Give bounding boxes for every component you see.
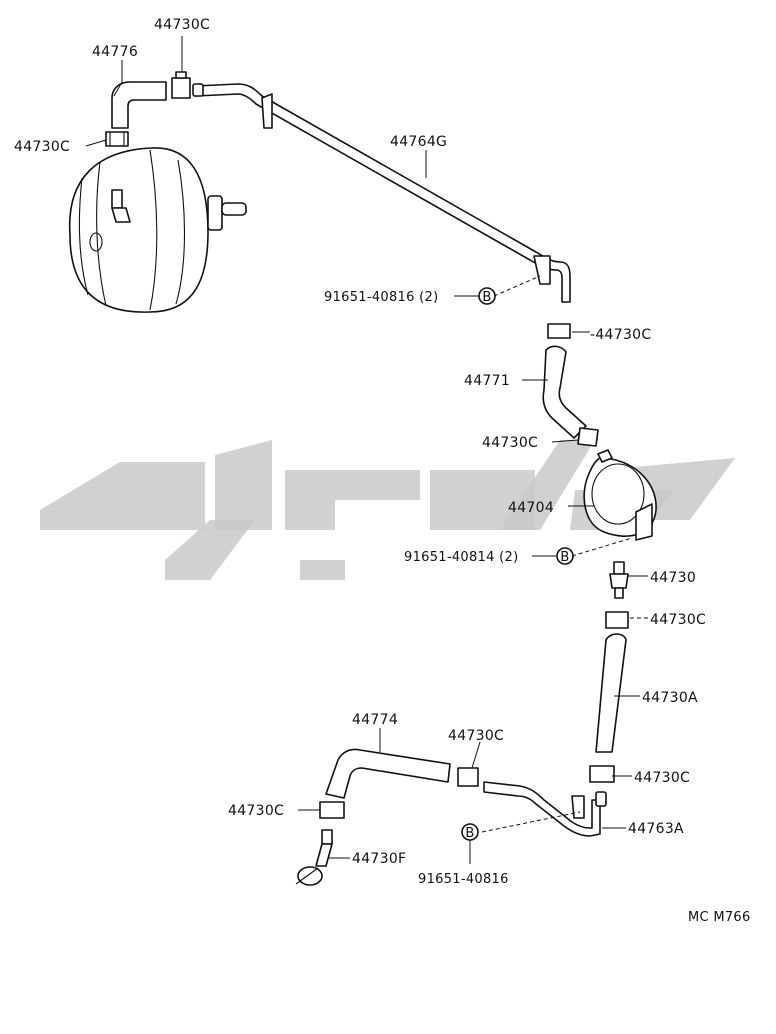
label-91651-40816: 91651-40816: [418, 872, 509, 887]
hose-44730a: [595, 633, 627, 753]
label-44774: 44774: [352, 712, 398, 728]
diagram-code: MC M766: [688, 910, 751, 925]
bolt-symbol-2: B: [556, 547, 574, 565]
hose-44774: [325, 748, 451, 799]
pipe-44763a: [483, 781, 607, 837]
clamp-44730c-top: [171, 71, 191, 99]
label-44704: 44704: [508, 500, 554, 516]
label-44730c-bottom-right: 44730C: [634, 770, 690, 786]
label-44730c-left: 44730C: [14, 139, 70, 155]
label-44764g: 44764G: [390, 134, 447, 150]
label-91651-40814-2: 91651-40814 (2): [404, 550, 518, 565]
hose-44771: [542, 345, 587, 439]
label-44763a: 44763A: [628, 821, 684, 837]
clamp-44730c-mid: [577, 427, 599, 447]
clamp-44730c-bottom-mid: [457, 767, 479, 787]
bolt-letter: B: [482, 290, 491, 305]
fitting-44730: [609, 561, 629, 599]
leader-lines: [85, 36, 648, 864]
clamp-44730c-right-2: [605, 611, 629, 629]
bolt-symbol-1: B: [478, 287, 496, 305]
brake-booster: [68, 147, 247, 313]
clamp-44730c-right-1: [547, 323, 571, 339]
clamp-44730c-bottom-left: [319, 801, 345, 819]
label-44730f: 44730F: [352, 851, 406, 867]
pipe-44764g: [192, 83, 571, 303]
fitting-44730f: [295, 829, 333, 886]
clamp-44730c-left: [105, 131, 129, 147]
label-44771: 44771: [464, 373, 510, 389]
check-valve-44704: [583, 449, 657, 541]
label-44730a: 44730A: [642, 690, 698, 706]
label-44776: 44776: [92, 44, 138, 60]
bolt-letter: B: [465, 826, 474, 841]
hose-44776: [111, 81, 167, 129]
label-44730: 44730: [650, 570, 696, 586]
label-44730c-bottom-mid: 44730C: [448, 728, 504, 744]
label-44730c-right-2: 44730C: [650, 612, 706, 628]
clamp-44730c-bottom-right: [589, 765, 615, 783]
label-44730c-bottom-left: 44730C: [228, 803, 284, 819]
bolt-letter: B: [560, 550, 569, 565]
label-44730c-right-1: -44730C: [590, 327, 651, 343]
label-91651-40816-2: 91651-40816 (2): [324, 290, 438, 305]
label-44730c-mid: 44730C: [482, 435, 538, 451]
label-44730c-top: 44730C: [154, 17, 210, 33]
bolt-symbol-3: B: [461, 823, 479, 841]
part-labels: 44776 44730C 44730C 44764G 91651-40816 (…: [14, 17, 751, 925]
